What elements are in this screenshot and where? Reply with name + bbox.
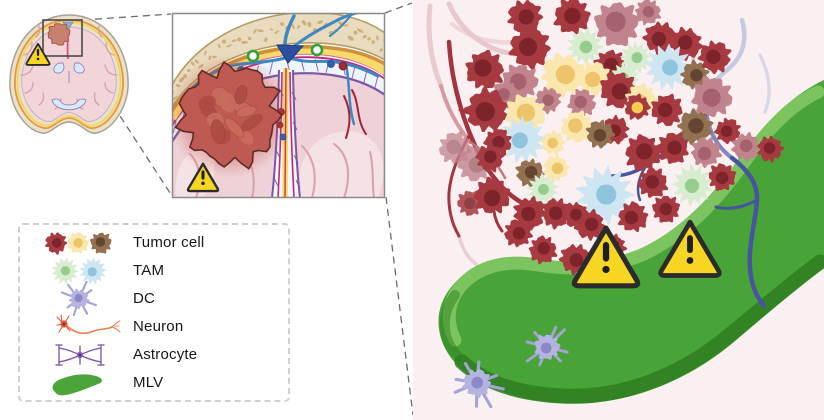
tumor-cell [599,72,636,109]
sagittal-sinus [276,44,305,64]
tumor-cell [553,0,591,35]
tumor-cell [650,93,683,126]
tumor-cell [463,86,510,132]
tumor-cell [540,198,573,230]
tumor-cell [708,163,737,191]
tumor-cell [617,201,649,233]
tumor-cell [623,93,651,121]
dc-cell [525,325,569,367]
tumor-cell [677,107,714,146]
tam-cell [51,256,79,285]
ventricles [51,62,87,111]
coronal-brain-thumbnail [9,14,129,134]
right-panel [413,0,824,420]
legend-label: DC [133,290,156,307]
dendritic-cells [453,325,569,409]
neuron-icon [56,313,121,334]
tumor-cell [507,0,544,37]
tumor-cell [513,195,548,231]
tumor-cell [697,40,732,75]
mlv-icon [52,373,102,395]
tumor-cell [731,131,761,162]
legend-row-tam: TAM [28,256,288,285]
tumor-cell [656,132,689,165]
meninges-orange-layer [14,19,124,130]
tumor-mass [174,60,283,170]
legend-label: Tumor cell [133,234,205,251]
tumor-cell [757,135,785,163]
tumor-cell [90,232,112,254]
gyri-lines [20,24,118,110]
tumor-cell [528,235,558,265]
tumor-cell [634,0,662,26]
tam-cell [566,26,605,66]
tumor-cell [475,143,506,173]
skull-bone [172,13,385,107]
inset-border [171,12,386,199]
tumor-cell [540,129,566,156]
tumor-cell [542,153,571,182]
legend-row-mlv: MLV [28,369,288,396]
tumor-cell [504,218,534,248]
legend-row-astrocyte: Astrocyte [28,341,288,368]
tumor-cell [585,119,616,149]
tumor-cell [713,117,742,145]
tumor-cell [540,52,586,99]
tam-cell [79,256,108,285]
tumor-cell [637,167,669,199]
dc-cell [453,360,505,409]
tumor-cell-cluster [438,0,785,276]
legend-label: Neuron [133,318,184,335]
tam-cell [644,43,693,91]
tam-cell [574,164,636,226]
legend-row-neuron: Neuron [28,313,288,340]
tumor-cell [561,110,594,143]
tumor-cell [567,88,596,118]
tam-cell [671,163,714,207]
dc-cell [60,280,97,316]
tumor-cell-icon [44,231,112,255]
tumor-cell [594,2,640,47]
tumor-mass-small [47,23,71,46]
tumor-cell [690,75,733,118]
tumor-cell [473,176,511,214]
legend-row-tumor-cell: Tumor cell [28,229,288,256]
astrocyte-icon [55,343,105,366]
tumor-lobules [198,85,263,145]
legend-label: Astrocyte [133,346,198,363]
vein-tree-dark [714,155,767,309]
zoom-region-box [42,19,83,57]
legend-label: MLV [133,374,164,391]
tumor-cell [691,136,723,169]
tam-cell [498,115,547,164]
tumor-cell [625,134,662,171]
tumor-cell [67,231,90,254]
meninges-yellow-layer [16,21,122,127]
tumor-cell [438,131,472,164]
tumor-cell [651,195,680,223]
legend-row-dc: DC [28,280,288,316]
dc-icon [60,280,97,316]
tumor-cell [508,27,552,71]
tumor-cell [44,231,68,255]
tumor-cell [457,190,483,216]
tam-icon [51,256,108,285]
legend: Tumor cell TAM DC Neuron [18,223,290,402]
meninges-inset [172,13,385,198]
tumor-cell [465,49,504,89]
legend-label: TAM [133,262,165,279]
tumor-cell [561,201,590,229]
